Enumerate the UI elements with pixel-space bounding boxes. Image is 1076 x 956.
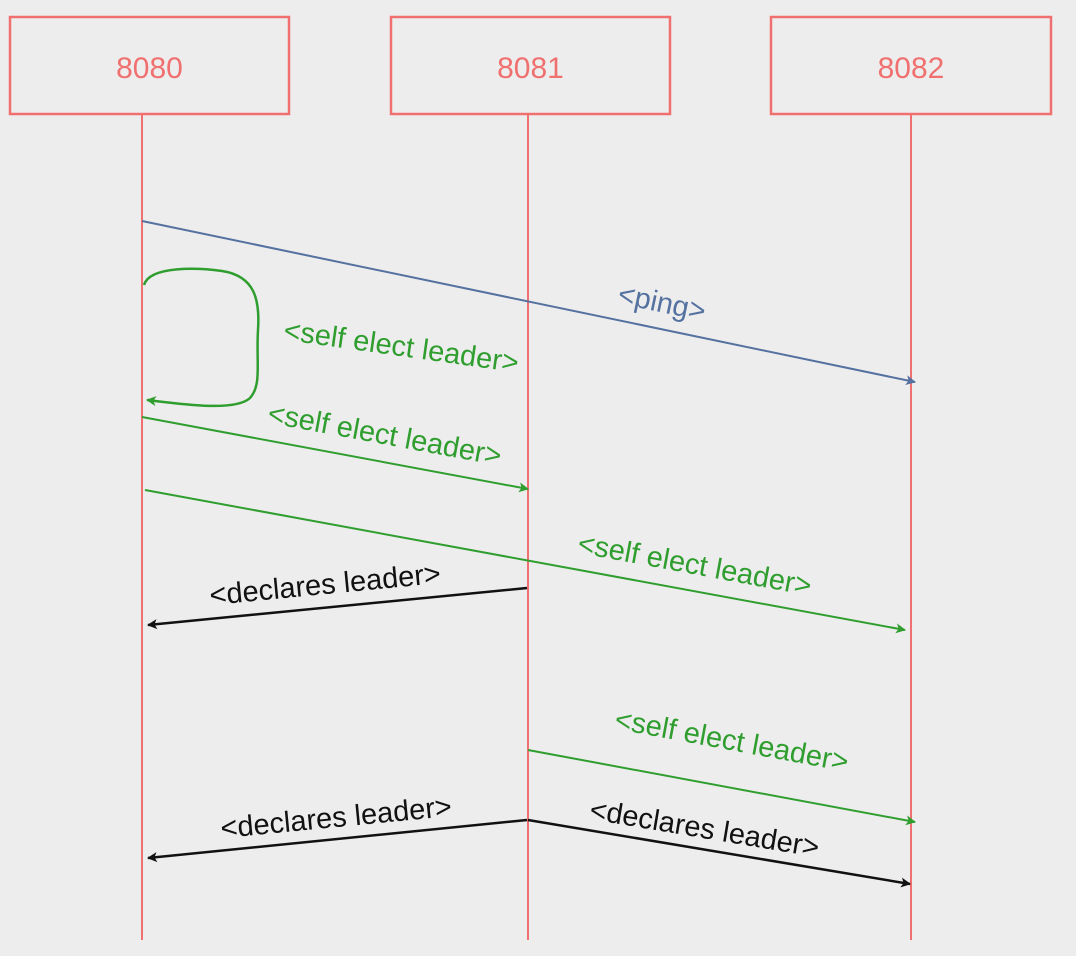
self-loop-label: <self elect leader> bbox=[282, 315, 521, 380]
ping-arrow bbox=[141, 220, 916, 386]
message-self-elect-to-8081[interactable]: <self elect leader> bbox=[141, 398, 529, 493]
declare-label-8080-second: <declares leader> bbox=[219, 791, 453, 845]
self-loop-arrow bbox=[142, 267, 260, 408]
message-declares-to-8082[interactable]: <declares leader> bbox=[527, 794, 911, 888]
declare-arrow-8080-first bbox=[147, 586, 528, 630]
elect-arrow-8081-8082 bbox=[527, 749, 916, 826]
participant-label: 8081 bbox=[497, 52, 564, 85]
declare-arrow-8082 bbox=[527, 818, 911, 888]
message-declares-to-8080-second[interactable]: <declares leader> bbox=[147, 791, 528, 863]
elect-label-8081-8082: <self elect leader> bbox=[612, 704, 851, 779]
declare-arrow-8080-second bbox=[147, 818, 528, 863]
ping-label: <ping> bbox=[615, 278, 708, 327]
message-self-elect-loop[interactable]: <self elect leader> bbox=[142, 267, 521, 408]
declare-label-8082: <declares leader> bbox=[587, 794, 821, 864]
participant-label: 8082 bbox=[878, 52, 945, 85]
declare-label-8080-first: <declares leader> bbox=[208, 558, 442, 612]
message-declares-to-8080[interactable]: <declares leader> bbox=[147, 558, 528, 630]
elect-arrow-8081 bbox=[141, 416, 529, 493]
elect-arrow-8082 bbox=[144, 489, 906, 634]
message-self-elect-to-8082[interactable]: <self elect leader> bbox=[144, 489, 906, 634]
participant-8081[interactable]: 8081 bbox=[389, 15, 672, 116]
participant-8082[interactable]: 8082 bbox=[769, 15, 1053, 116]
message-self-elect-8081-to-8082[interactable]: <self elect leader> bbox=[527, 704, 916, 826]
participant-label: 8080 bbox=[116, 52, 183, 85]
participant-8080[interactable]: 8080 bbox=[8, 15, 291, 116]
